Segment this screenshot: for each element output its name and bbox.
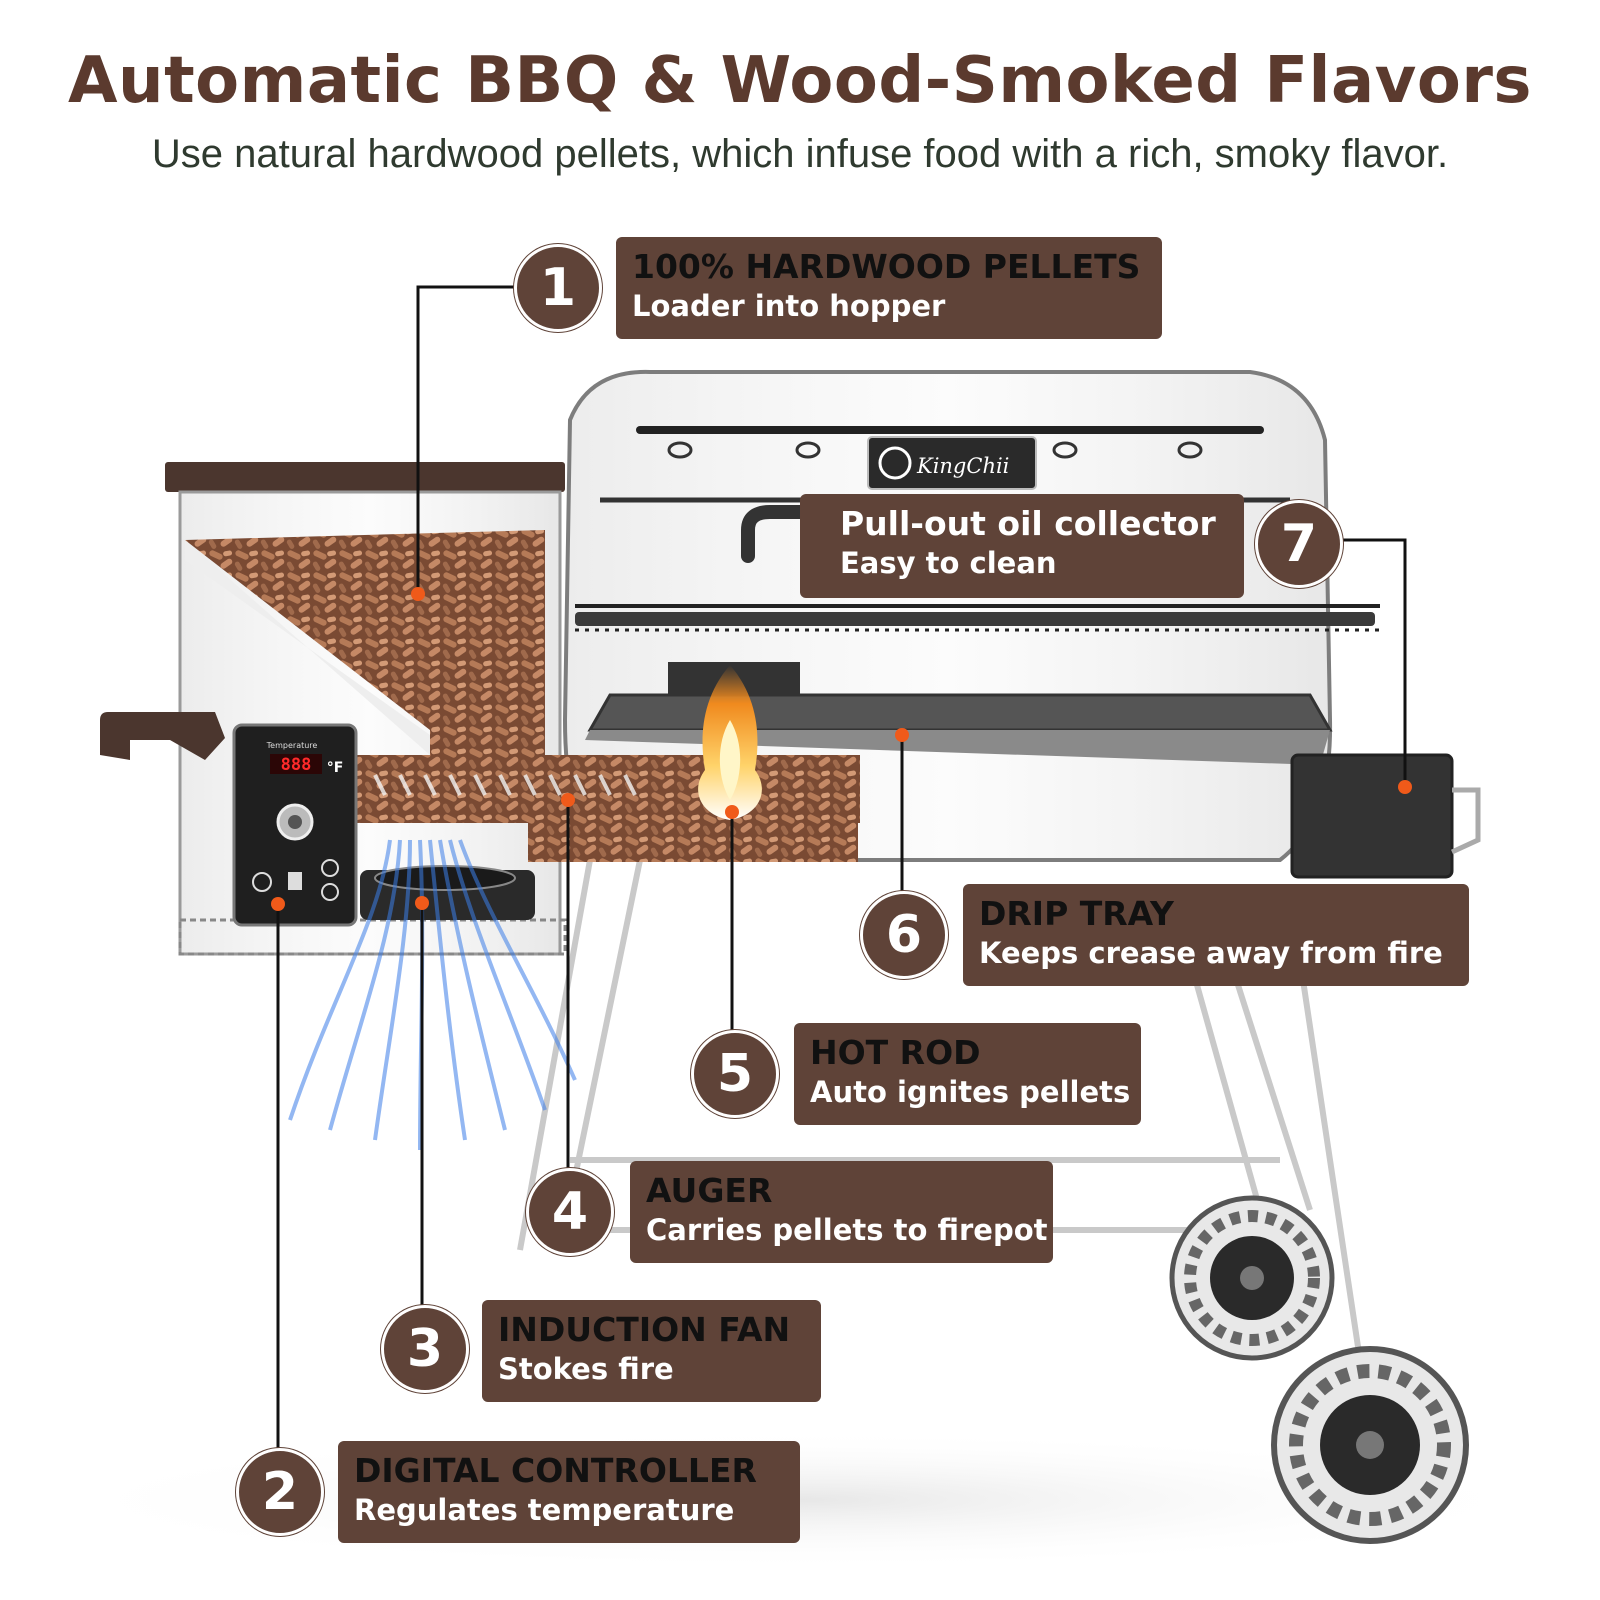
callout-1-heading: 100% HARDWOOD PELLETS [632, 247, 1141, 286]
callout-1-label: 100% HARDWOOD PELLETS Loader into hopper [616, 237, 1162, 339]
callout-1-number: 1 [514, 244, 602, 332]
marker-oil-collector [1398, 780, 1412, 794]
callout-5-heading: HOT ROD [810, 1033, 981, 1072]
controller-title: Temperature [266, 741, 318, 750]
leader-lines [276, 285, 1407, 1470]
callout-4-number: 4 [526, 1168, 614, 1256]
marker-drip-tray [895, 728, 909, 742]
callout-5-number: 5 [691, 1030, 779, 1118]
marker-fan [415, 896, 429, 910]
callout-6-number: 6 [860, 891, 948, 979]
callout-3-label: INDUCTION FAN Stokes fire [482, 1300, 821, 1402]
brand-plate: KingChii [867, 436, 1037, 490]
wheel-front [1169, 1195, 1335, 1361]
callout-3-heading: INDUCTION FAN [498, 1310, 791, 1349]
callout-1-description: Loader into hopper [632, 289, 946, 323]
callout-7-description: Easy to clean [840, 546, 1057, 580]
page-title: Automatic BBQ & Wood-Smoked Flavors [67, 44, 1533, 118]
callout-5-description: Auto ignites pellets [810, 1075, 1131, 1109]
callout-2-description: Regulates temperature [354, 1493, 735, 1527]
oil-collector-shape [1290, 753, 1481, 879]
page-subtitle: Use natural hardwood pellets, which infu… [151, 132, 1449, 176]
callout-2-number: 2 [236, 1448, 324, 1536]
marker-auger [561, 793, 575, 807]
digital-controller: Temperature 888 °F [232, 723, 358, 927]
callout-6-description: Keeps crease away from fire [979, 936, 1443, 970]
callout-2-heading: DIGITAL CONTROLLER [354, 1451, 757, 1490]
callout-4-description: Carries pellets to firepot [646, 1213, 1048, 1247]
callout-7-label: Pull-out oil collector Easy to clean [800, 494, 1244, 598]
controller-unit: °F [327, 760, 344, 776]
marker-controller [271, 897, 285, 911]
brand-name: KingChii [916, 454, 1009, 478]
callout-4-label: AUGER Carries pellets to firepot [630, 1161, 1053, 1263]
callout-5-label: HOT ROD Auto ignites pellets [794, 1023, 1141, 1125]
drip-tray-shape [585, 662, 1333, 765]
controller-display: 888 [281, 755, 312, 775]
callout-7-number: 7 [1255, 500, 1343, 588]
flame [698, 665, 762, 820]
callout-2-label: DIGITAL CONTROLLER Regulates temperature [338, 1441, 800, 1543]
callout-4-heading: AUGER [646, 1171, 773, 1210]
callout-6-label: DRIP TRAY Keeps crease away from fire [963, 884, 1469, 986]
callout-3-number: 3 [381, 1305, 469, 1393]
wheel-rear [1271, 1346, 1469, 1544]
marker-hot-rod [725, 805, 739, 819]
markers [271, 587, 1412, 911]
callout-6-heading: DRIP TRAY [979, 894, 1174, 933]
marker-pellets [411, 587, 425, 601]
callout-7-heading: Pull-out oil collector [840, 504, 1216, 543]
callout-3-description: Stokes fire [498, 1352, 674, 1386]
